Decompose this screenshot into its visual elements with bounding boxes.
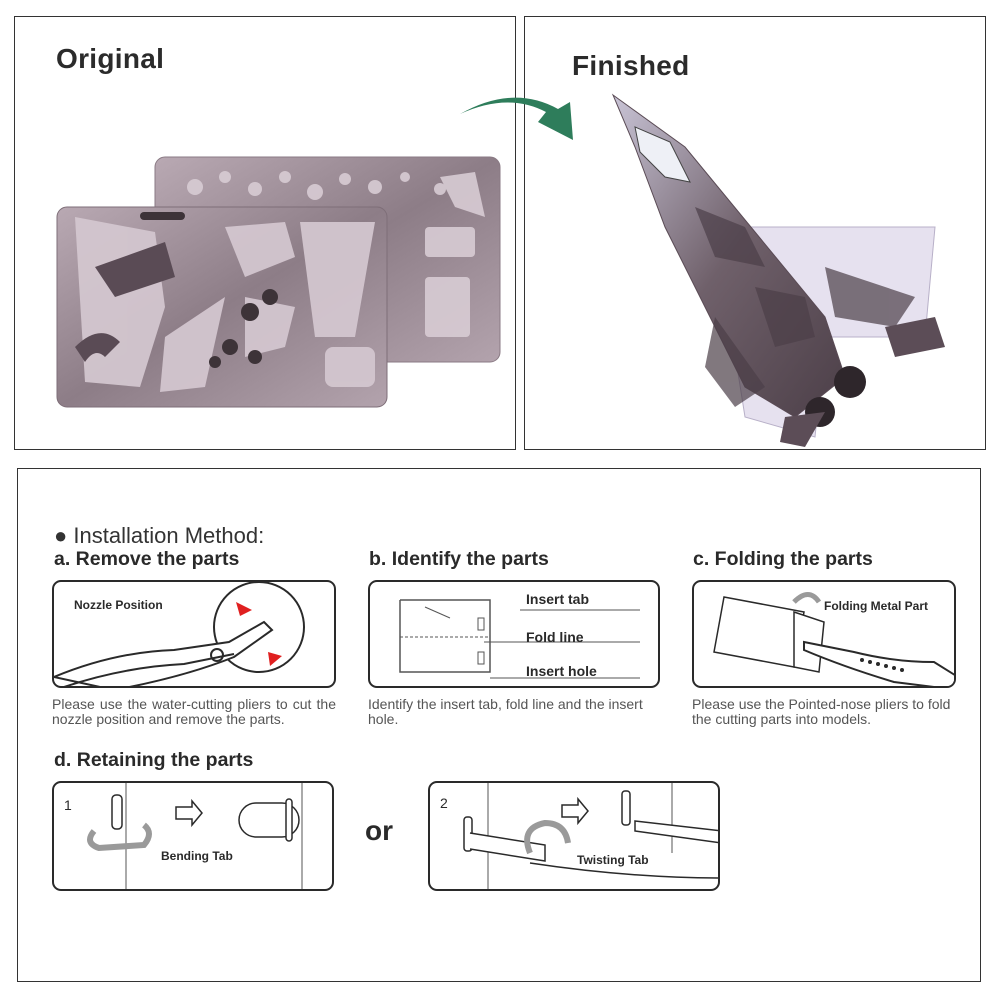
folding-parts-description: Please use the Pointed-nose pliers to fo… bbox=[692, 696, 951, 727]
installation-panel: ● Installation Method: a. Remove the par… bbox=[17, 468, 981, 982]
twisting-tab-label: Twisting Tab bbox=[577, 853, 649, 867]
bending-tab-label: Bending Tab bbox=[161, 849, 233, 863]
transition-arrow-icon bbox=[460, 97, 573, 140]
original-panel: Original bbox=[14, 16, 516, 450]
bending-tab-illustration: 1 Bending Tab bbox=[52, 781, 334, 891]
twisting-tab-diagram-icon bbox=[463, 783, 718, 889]
remove-parts-description: Please use the water-cutting pliers to c… bbox=[52, 696, 336, 727]
identify-parts-illustration: Insert tab Fold line Insert hole bbox=[368, 580, 660, 688]
step-1-number: 1 bbox=[64, 797, 72, 813]
metal-part-diagram-icon bbox=[399, 599, 640, 679]
pointed-nose-pliers-icon bbox=[713, 592, 954, 686]
retaining-parts-title: d. Retaining the parts bbox=[54, 749, 254, 771]
nozzle-position-label: Nozzle Position bbox=[74, 598, 163, 612]
fold-line-label: Fold line bbox=[526, 629, 584, 645]
identify-parts-title: b. Identify the parts bbox=[369, 548, 549, 570]
folding-metal-part-label: Folding Metal Part bbox=[824, 599, 929, 613]
folding-parts-illustration: Folding Metal Part bbox=[692, 580, 956, 688]
step-2-number: 2 bbox=[440, 795, 448, 811]
cutting-pliers-icon bbox=[54, 582, 305, 686]
remove-parts-illustration: Nozzle Position bbox=[52, 580, 336, 688]
insert-hole-label: Insert hole bbox=[526, 663, 597, 679]
or-separator: or bbox=[365, 815, 393, 846]
original-title: Original bbox=[56, 43, 165, 74]
bending-tab-diagram-icon bbox=[87, 783, 303, 889]
finished-jet-image bbox=[611, 93, 945, 447]
remove-parts-title: a. Remove the parts bbox=[54, 548, 240, 570]
folding-parts-title: c. Folding the parts bbox=[693, 548, 873, 570]
insert-tab-label: Insert tab bbox=[526, 591, 590, 607]
finished-title: Finished bbox=[572, 50, 690, 81]
identify-parts-description: Identify the insert tab, fold line and t… bbox=[368, 696, 643, 727]
metal-sheets-image bbox=[56, 156, 501, 408]
installation-heading: ● Installation Method: bbox=[54, 523, 265, 548]
finished-panel: Finished bbox=[524, 16, 986, 450]
twisting-tab-illustration: 2 Twisting Tab bbox=[428, 781, 720, 891]
